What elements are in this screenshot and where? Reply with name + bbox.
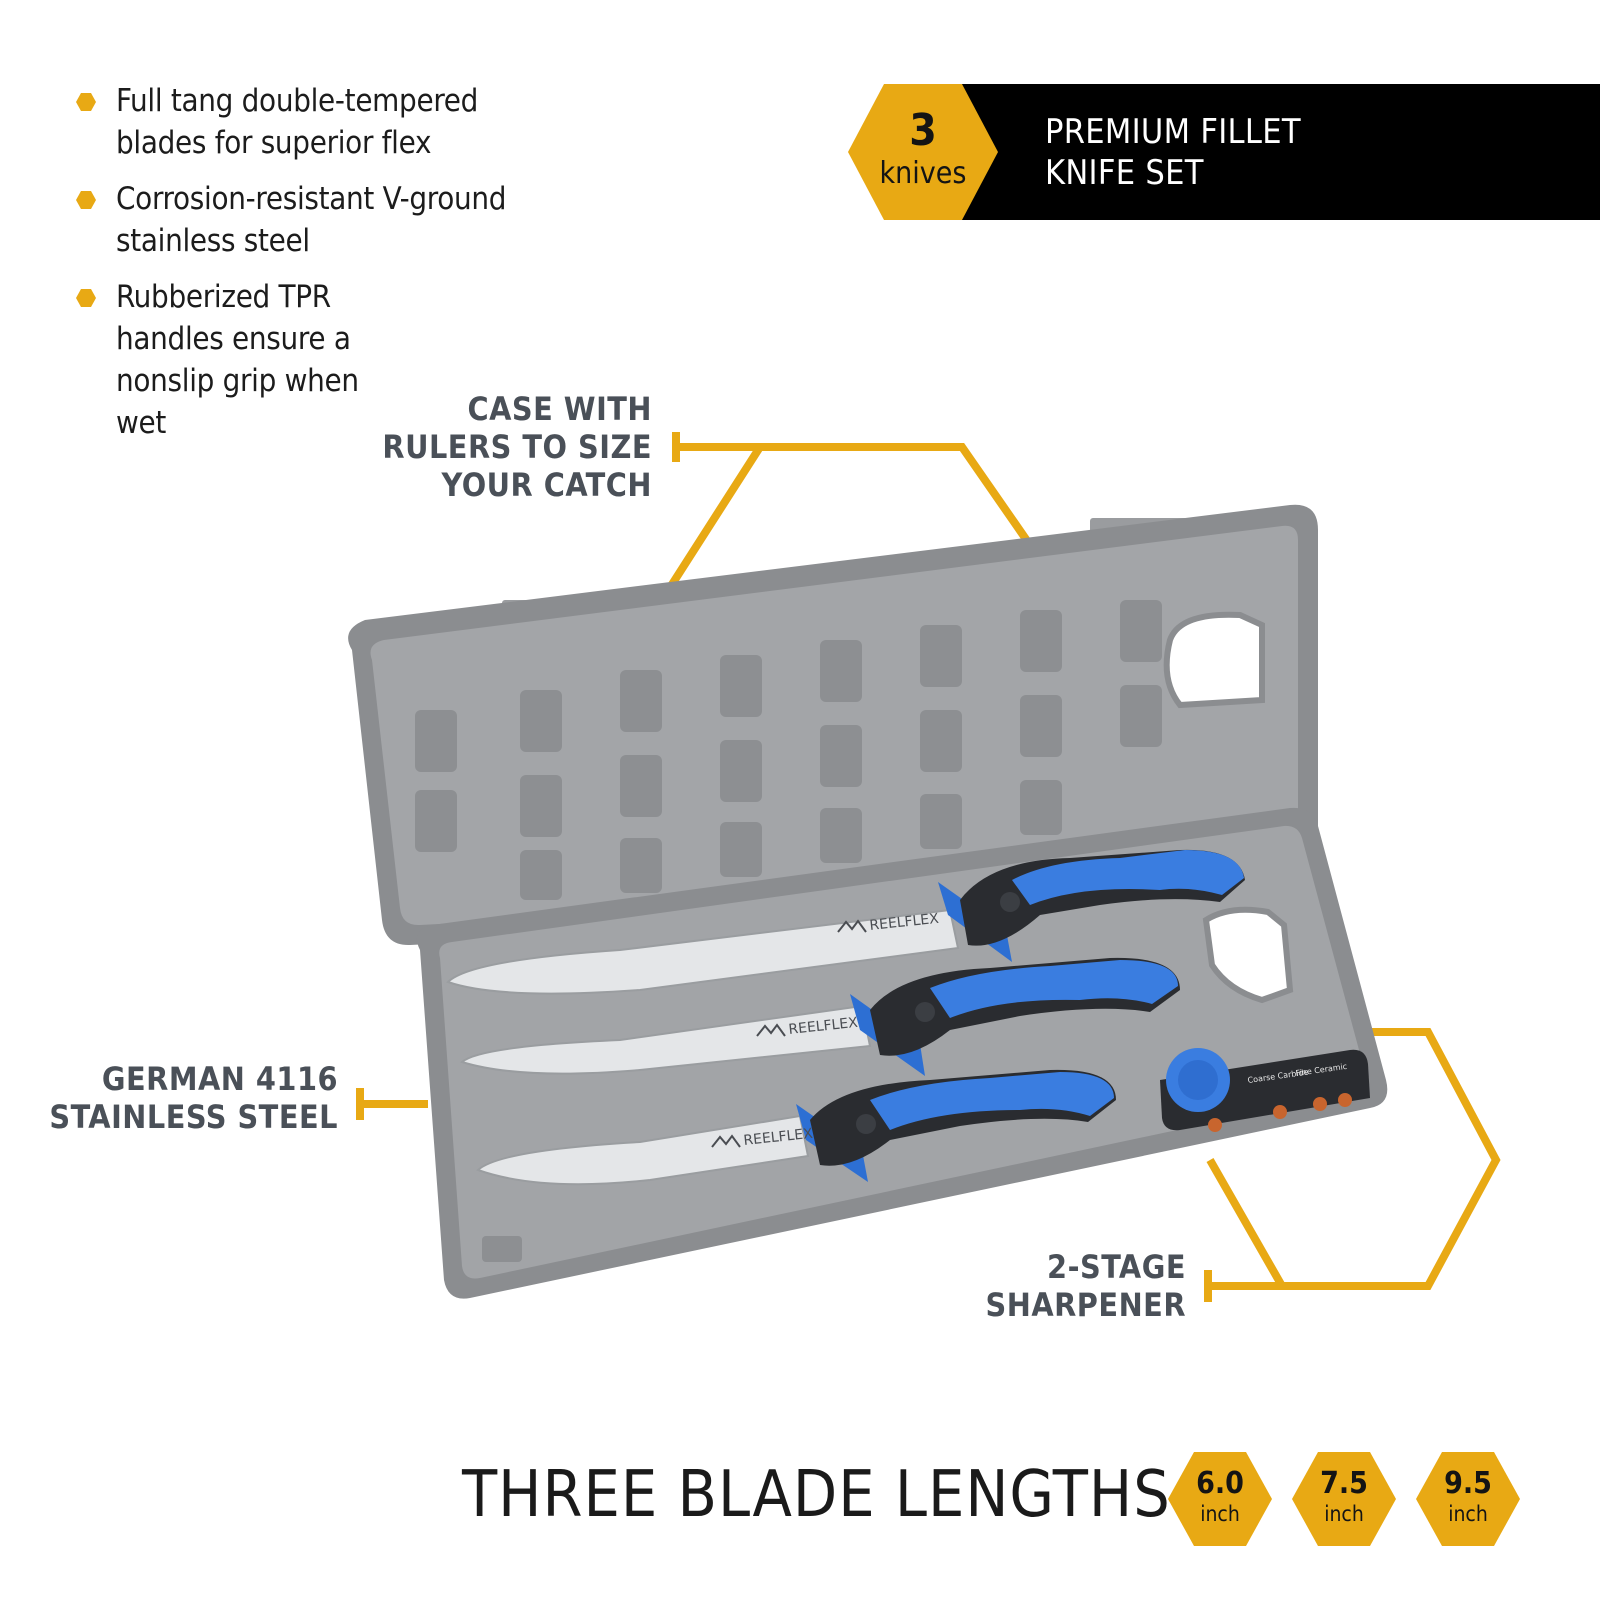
callout-line: STAINLESS STEEL [49,1098,338,1136]
length-hexagon-icon [1416,1452,1520,1546]
case-connector-line [658,432,1034,603]
feature-item: Rubberized TPR handles ensure a nonslip … [76,276,376,444]
feature-text: Full tang double-tempered blades for sup… [116,83,479,161]
brand-logo-icon [711,919,867,1148]
length-value: 6.0 [1196,1466,1244,1501]
length-unit: inch [1200,1502,1240,1526]
callout-line: 2-STAGE [1047,1248,1186,1286]
knife-small [476,1069,1116,1186]
callout-sharpener: 2-STAGE SHARPENER [940,1248,1186,1324]
knife-count: 3 [909,105,937,156]
brand-label: REELFLEX [743,1126,814,1149]
callout-line: CASE WITH [467,390,652,428]
feature-item: Full tang double-tempered blades for sup… [76,80,536,164]
length-value: 7.5 [1320,1466,1368,1501]
feature-list: Full tang double-tempered blades for sup… [76,80,536,458]
page-title: PREMIUM FILLET KNIFE SET [1045,112,1545,194]
callout-steel: GERMAN 4116 STAINLESS STEEL [40,1060,338,1136]
feature-item: Corrosion-resistant V-ground stainless s… [76,178,536,262]
blade-lengths-title: THREE BLADE LENGTHS [462,1458,1171,1532]
hexagon-bullet-icon [76,289,96,307]
knife-count-hexagon-icon [848,84,998,220]
length-unit: inch [1448,1502,1488,1526]
brand-label: REELFLEX [869,911,940,934]
hexagon-bullet-icon [76,93,96,111]
knife-medium [460,957,1180,1076]
length-hexagon-icon [1168,1452,1272,1546]
title-line: KNIFE SET [1045,153,1204,193]
banner-notch [960,84,1010,220]
ruler-recesses [415,600,1162,900]
knife-large [446,849,1245,995]
length-hexagon-icon [1292,1452,1396,1546]
brand-label: REELFLEX [788,1015,859,1038]
knife-case [348,504,1388,1299]
callout-case: CASE WITH RULERS TO SIZE YOUR CATCH [330,390,652,504]
knife-count-unit: knives [879,156,967,191]
title-banner [980,84,1600,220]
callout-line: YOUR CATCH [441,466,652,504]
sharpener-connector-line [1204,1028,1501,1302]
two-stage-sharpener [1160,1048,1370,1132]
feature-text: Corrosion-resistant V-ground stainless s… [116,181,507,259]
hexagon-bullet-icon [76,191,96,209]
callout-line: RULERS TO SIZE [382,428,652,466]
length-unit: inch [1324,1502,1364,1526]
steel-connector-line [356,1088,428,1120]
feature-text: Rubberized TPR handles ensure a nonslip … [116,279,359,441]
title-line: PREMIUM FILLET [1045,112,1301,152]
callout-line: SHARPENER [985,1286,1186,1324]
length-value: 9.5 [1444,1466,1492,1501]
callout-line: GERMAN 4116 [101,1060,338,1098]
